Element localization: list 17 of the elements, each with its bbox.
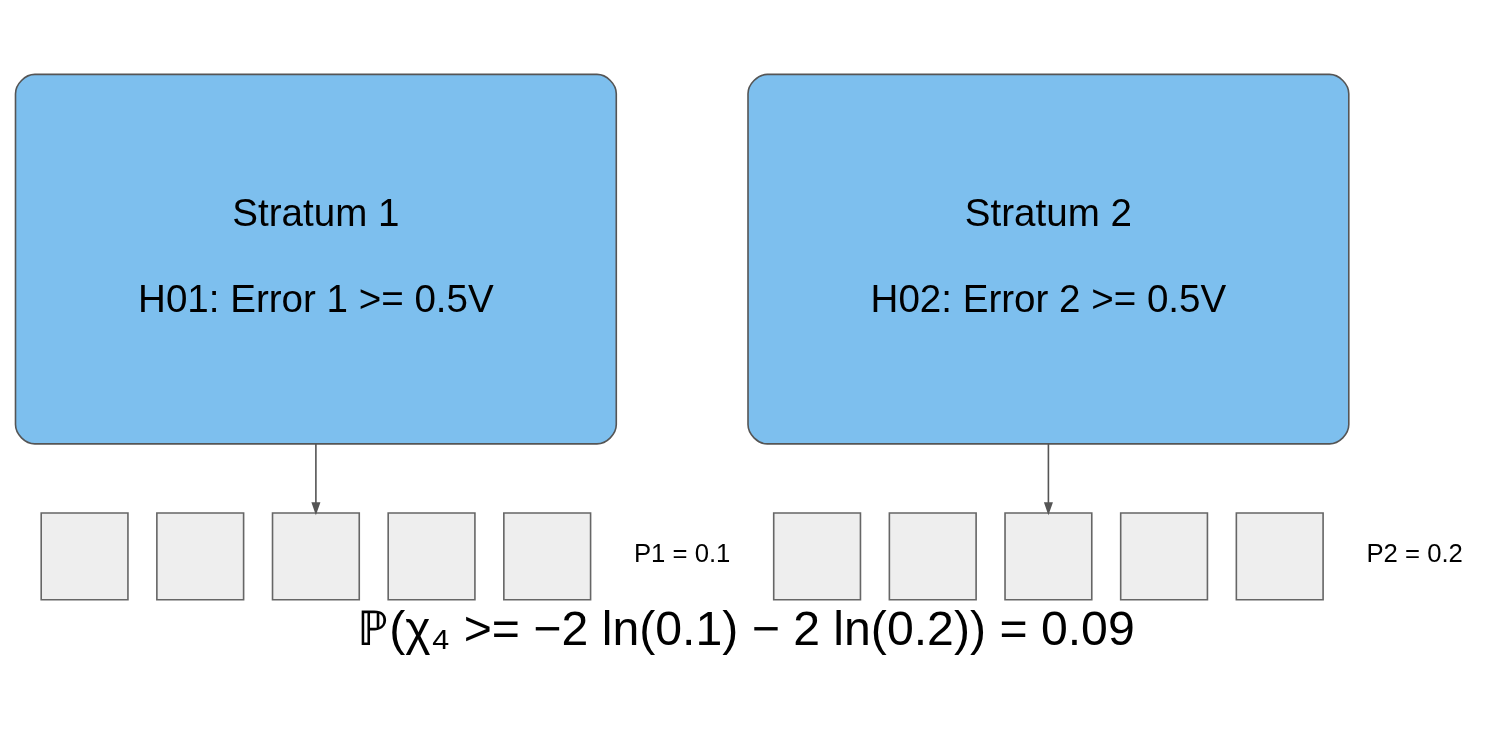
node-box	[1004, 511, 1093, 600]
arrow	[311, 442, 321, 515]
caption: ℙ(χ₄ >= −2 ln(0.1) − 2 ln(0.2)) = 0.09	[357, 600, 1135, 655]
label: P2 = 0.2	[1366, 538, 1463, 567]
node-box	[271, 511, 361, 600]
node-box	[503, 511, 592, 600]
node-box	[387, 511, 476, 600]
node-box: Stratum 1 H01: Error 1 >= 0.5V	[14, 73, 618, 445]
node-box	[40, 511, 129, 600]
node-box	[888, 511, 977, 600]
node-box	[1119, 511, 1209, 600]
arrow	[1043, 442, 1053, 515]
label: P1 = 0.1	[633, 538, 731, 567]
node-box: Stratum 2 H02: Error 2 >= 0.5V	[747, 73, 1350, 445]
node-box	[1235, 511, 1324, 600]
node-box	[156, 511, 245, 600]
node-box	[772, 511, 862, 600]
